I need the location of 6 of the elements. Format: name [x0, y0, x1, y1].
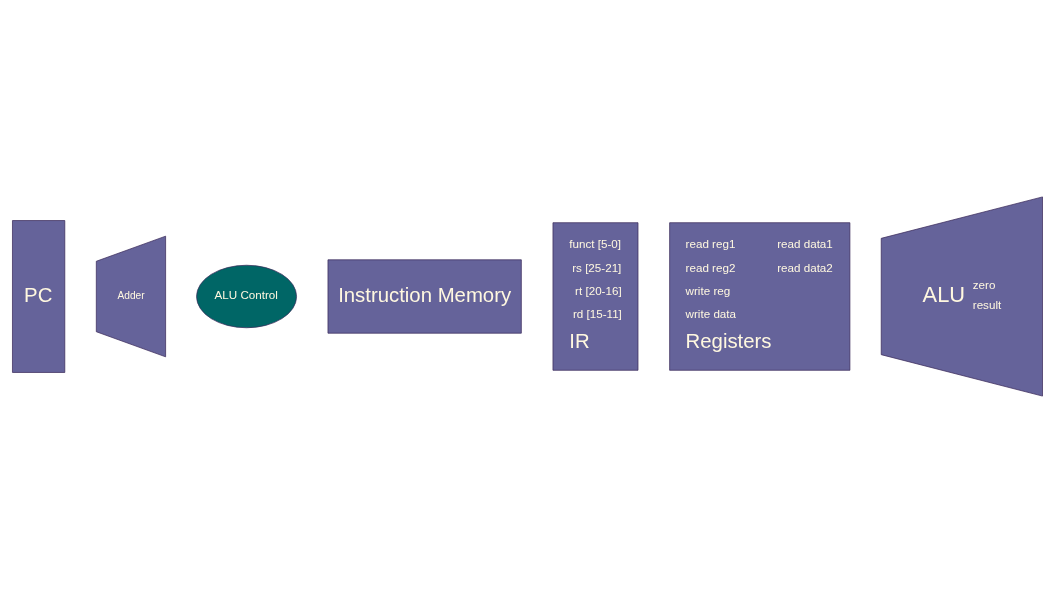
node-box: PC [12, 220, 66, 373]
node-box: read reg1 read data1 read reg2 read data2 write reg write data Registers [669, 222, 851, 371]
node-box: funct [5-0] rs [25-21] rt [20-16] rd [15-11] IR [552, 222, 639, 371]
node-box: Adder [95, 235, 166, 358]
node-ellipse: ALU Control [196, 264, 297, 329]
node-box: Instruction Memory [327, 259, 522, 334]
